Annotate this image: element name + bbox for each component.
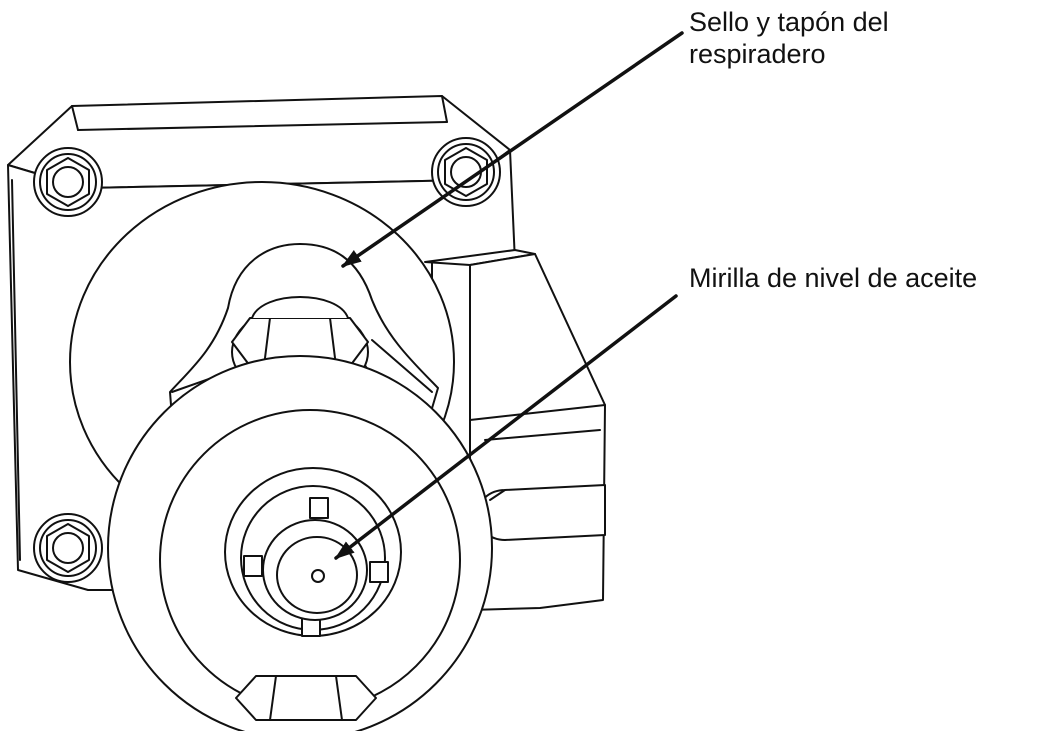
drain-plug: [235, 675, 377, 721]
tab-left: [243, 555, 263, 577]
leader-arrow-breather: [341, 31, 684, 268]
bolt-top-right: [431, 137, 501, 207]
bolt-bottom-left: [33, 513, 103, 583]
sight-glass: [224, 467, 402, 637]
side-bump: [476, 484, 606, 541]
callout-breather-label: Sello y tapón del respiradero: [689, 6, 889, 70]
bolt-top-left: [33, 147, 103, 217]
tab-right: [369, 561, 389, 583]
callout-sight-glass-line1: Mirilla de nivel de aceite: [689, 263, 978, 293]
callout-breather-line2: respiradero: [689, 39, 826, 69]
callout-breather-line1: Sello y tapón del: [689, 7, 889, 37]
leader-arrow-sight-glass: [334, 294, 678, 560]
tab-top: [309, 497, 329, 519]
sight-glass-center-dot: [311, 569, 325, 583]
callout-sight-glass-label: Mirilla de nivel de aceite: [689, 262, 977, 294]
